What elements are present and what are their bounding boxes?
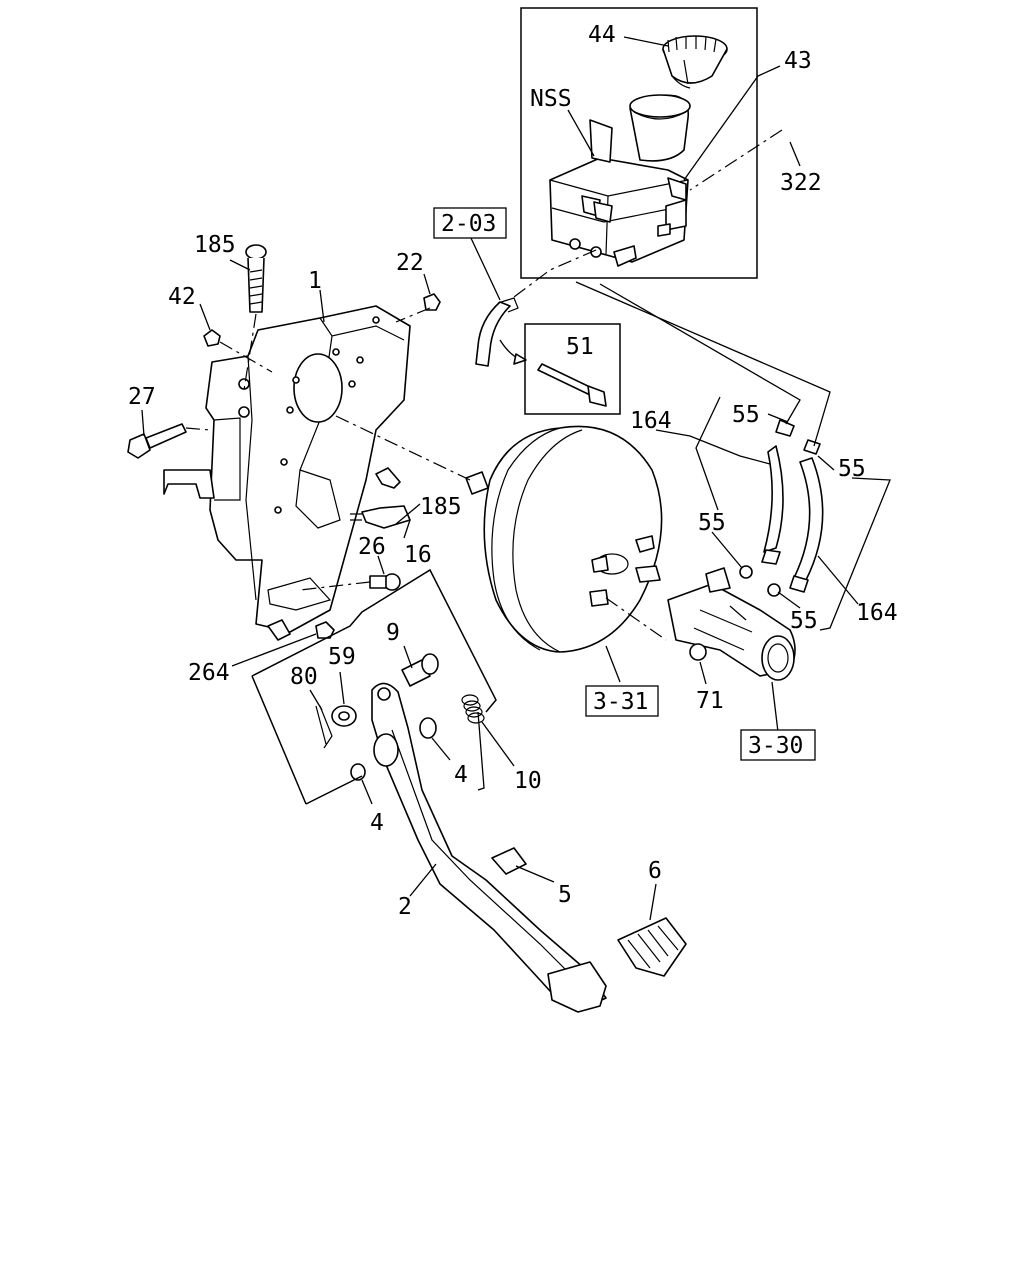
callout-59: 59	[328, 644, 356, 670]
pivot-pin-9	[401, 653, 439, 687]
callout-4-lower: 4	[370, 810, 384, 836]
nut-264	[315, 621, 335, 639]
callout-185-lower: 185	[420, 494, 462, 520]
washer-59	[331, 705, 357, 727]
bolt-185-lower	[375, 467, 401, 489]
callout-71: 71	[696, 688, 724, 714]
callout-10: 10	[514, 768, 542, 794]
ref-3-31: 3-31	[593, 689, 648, 715]
callout-26: 26	[358, 534, 386, 560]
callout-55-mid: 55	[698, 510, 726, 536]
callout-51: 51	[566, 334, 594, 360]
bushing-4-upper	[419, 717, 437, 739]
ref-3-30: 3-30	[748, 733, 803, 759]
callout-322: 322	[780, 170, 822, 196]
callout-16: 16	[404, 542, 432, 568]
callout-2: 2	[398, 894, 412, 920]
screw-26	[369, 573, 401, 591]
reference-boxes: 2-03 3-31 3-30	[433, 207, 816, 761]
pedal-pad-6	[617, 917, 687, 977]
callout-1: 1	[308, 268, 322, 294]
callout-5: 5	[558, 882, 572, 908]
callout-164-right: 164	[856, 600, 898, 626]
callout-9: 9	[386, 620, 400, 646]
cotter-pin-80	[315, 705, 333, 749]
callout-43: 43	[784, 48, 812, 74]
ref-2-03: 2-03	[441, 211, 496, 237]
brake-booster	[335, 415, 667, 653]
bolt-185-top	[243, 244, 267, 391]
hose-2-03	[475, 297, 519, 367]
callout-4-upper: 4	[454, 762, 468, 788]
brake-pedal-arm	[371, 682, 607, 1013]
nut-22	[423, 293, 441, 311]
pedal-bracket	[163, 305, 411, 641]
callout-185-top: 185	[194, 232, 236, 258]
callout-22: 22	[396, 250, 424, 276]
cable-tie-inset	[499, 323, 621, 415]
switch-16	[350, 505, 411, 529]
callout-labels: 44 43 NSS 322 185 22 1 42 27 51 164 55 5…	[128, 22, 898, 920]
callout-6: 6	[648, 858, 662, 884]
callout-27: 27	[128, 384, 156, 410]
callout-42: 42	[168, 284, 196, 310]
callout-264: 264	[188, 660, 230, 686]
callout-nss: NSS	[530, 86, 572, 112]
master-cylinder	[667, 567, 796, 681]
callout-80: 80	[290, 664, 318, 690]
pedal-parts-frame	[251, 568, 497, 805]
reservoir-inset	[520, 7, 758, 279]
callout-55-right: 55	[838, 456, 866, 482]
callout-55-bottom: 55	[790, 608, 818, 634]
callout-164-left: 164	[630, 408, 672, 434]
bushing-collar	[373, 733, 399, 767]
pedal-stop-5	[491, 847, 527, 875]
reservoir-cap	[662, 35, 728, 89]
bolt-27	[127, 423, 211, 459]
callout-55-top: 55	[732, 402, 760, 428]
callout-44: 44	[588, 22, 616, 48]
leader-lines	[141, 36, 891, 921]
spring-10	[461, 694, 485, 724]
brake-pipes	[575, 281, 831, 597]
nut-42	[203, 329, 221, 347]
